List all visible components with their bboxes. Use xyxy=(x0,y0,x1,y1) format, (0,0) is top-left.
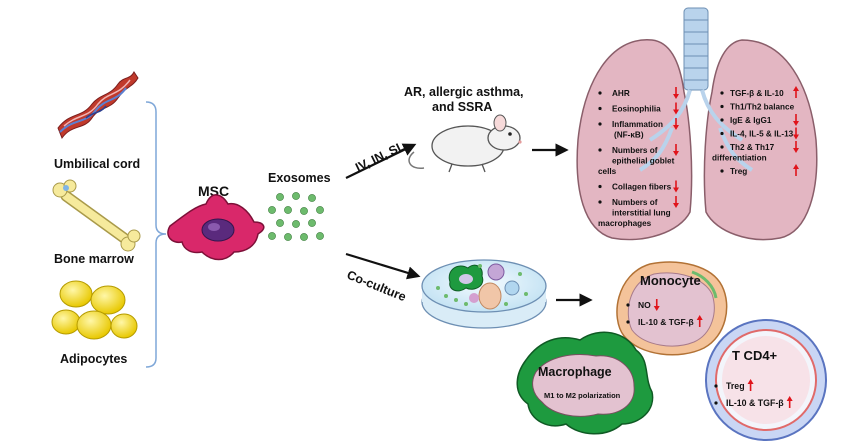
bullet-dot xyxy=(626,320,630,324)
lung-right-effect-text: Th1/Th2 balance xyxy=(730,103,795,112)
lung-right-effect-text: IgE & IgG1 xyxy=(730,116,772,125)
bullet-dot xyxy=(598,122,602,126)
source-label-bone-marrow: Bone marrow xyxy=(54,252,134,266)
exosomes-icon xyxy=(268,192,324,241)
bullet-dot xyxy=(598,148,602,152)
lung-left-effect-text: Inflammation xyxy=(612,120,663,129)
source-label-adipocytes: Adipocytes xyxy=(60,352,127,366)
lung-left-effect-text: Eosinophilia xyxy=(612,105,661,114)
sources-bracket xyxy=(145,101,167,368)
bullet-dot xyxy=(598,106,602,111)
red-up-arrow-icon xyxy=(793,86,799,98)
disease-label-line2: and SSRA xyxy=(432,100,492,114)
tcell-title: T CD4+ xyxy=(732,348,778,363)
source-label-umbilical-cord: Umbilical cord xyxy=(54,157,140,171)
bullet-dot xyxy=(598,200,602,204)
coculture-label: Co-culture xyxy=(345,268,408,304)
red-down-arrow-icon xyxy=(673,118,679,130)
arrow-to-dish xyxy=(345,252,421,280)
monocyte-effects: NO IL-10 & TGF-β xyxy=(626,299,703,327)
lung-right-effect-text: Treg xyxy=(730,167,747,176)
red-up-arrow-icon xyxy=(696,315,703,327)
red-down-arrow-icon xyxy=(673,180,679,193)
bullet-dot xyxy=(720,145,724,149)
route-label: IV, IN, SL xyxy=(353,139,407,175)
arrow-to-mouse xyxy=(345,143,417,179)
lung-left-effect-text: epithelial goblet xyxy=(612,157,675,166)
adipocytes-icon xyxy=(51,280,138,340)
bullet-dot xyxy=(626,303,630,307)
bone-icon xyxy=(52,179,141,252)
msc-cell-icon xyxy=(167,194,265,261)
lung-left-effect-text: Collagen fibers xyxy=(612,183,672,192)
red-down-arrow-icon xyxy=(673,196,679,208)
red-down-arrow-icon xyxy=(793,114,799,126)
bullet-dot xyxy=(598,91,602,95)
lung-left-effect-text: Numbers of xyxy=(612,146,658,155)
red-down-arrow-icon xyxy=(793,127,799,140)
red-down-arrow-icon xyxy=(673,87,679,99)
lungs-icon xyxy=(576,7,818,241)
bullet-dot xyxy=(720,118,724,122)
lung-right-effect-text: differentiation xyxy=(712,154,767,163)
exosomes-label: Exosomes xyxy=(268,171,331,185)
red-down-arrow-icon xyxy=(653,299,660,311)
red-down-arrow-icon xyxy=(673,102,679,115)
lung-left-effect-text: AHR xyxy=(612,89,630,98)
lung-right-effect-text: Th2 & Th17 xyxy=(730,143,775,152)
culture-dish-icon xyxy=(421,259,547,329)
monocyte-effect-text: IL-10 & TGF-β xyxy=(638,317,694,327)
lung-right-effect-text: IL-4, IL-5 & IL-13 xyxy=(730,130,794,139)
lung-left-effect-text: macrophages xyxy=(598,219,652,228)
tcell-icon xyxy=(705,319,827,441)
msc-label: MSC xyxy=(198,183,229,199)
macrophage-title: Macrophage xyxy=(538,365,612,379)
monocyte-cell-icon xyxy=(616,261,728,356)
monocyte-title: Monocyte xyxy=(640,273,701,288)
tcell-effect-text: Treg xyxy=(726,381,745,391)
lung-left-effect-text: Numbers of xyxy=(612,198,658,207)
red-up-arrow-icon xyxy=(786,396,793,408)
tcell-effect-text: IL-10 & TGF-β xyxy=(726,398,784,408)
macrophage-subtitle: M1 to M2 polarization xyxy=(544,391,621,400)
bullet-dot xyxy=(720,169,724,173)
bullet-dot xyxy=(714,384,718,388)
red-up-arrow-icon xyxy=(747,379,754,391)
mouse-icon xyxy=(408,114,522,173)
bullet-dot xyxy=(720,131,724,136)
bullet-dot xyxy=(598,184,602,189)
lung-left-effect-text: (NF-κB) xyxy=(614,131,644,140)
lung-left-effect-text: interstitial lung xyxy=(612,209,671,218)
bullet-dot xyxy=(720,104,724,109)
bullet-dot xyxy=(720,91,724,95)
macrophage-cell-icon xyxy=(516,331,654,435)
disease-label-line1: AR, allergic asthma, xyxy=(404,85,524,99)
red-down-arrow-icon xyxy=(673,144,679,156)
umbilical-cord-icon xyxy=(57,71,139,140)
monocyte-effect-text: NO xyxy=(638,300,651,310)
lung-right-effect-text: TGF-β & IL-10 xyxy=(730,89,784,98)
red-down-arrow-icon xyxy=(793,141,799,153)
bullet-dot xyxy=(714,401,718,405)
red-up-arrow-icon xyxy=(793,164,799,176)
lung-left-effect-text: cells xyxy=(598,167,617,176)
